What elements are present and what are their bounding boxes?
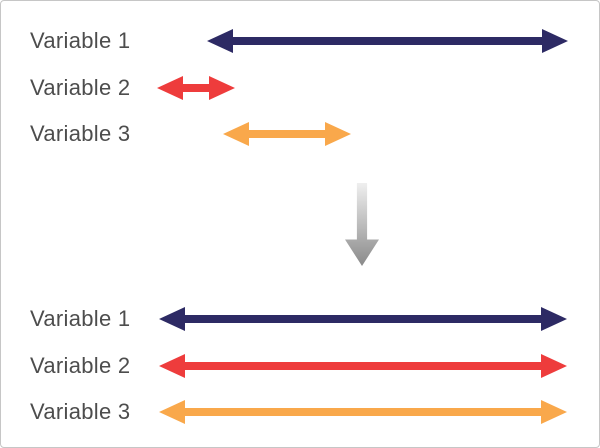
arrowhead-right-icon xyxy=(325,122,351,146)
variable-2-range-arrow-after xyxy=(159,354,567,378)
variable-3-label-after: Variable 3 xyxy=(30,399,131,424)
variable-3-range-arrow-after xyxy=(159,400,567,424)
arrow-shaft xyxy=(232,37,543,45)
arrow-shaft xyxy=(184,315,542,323)
arrowhead-right-icon xyxy=(541,307,567,331)
variable-1-label-after: Variable 1 xyxy=(30,306,131,331)
variable-2-range-arrow-before xyxy=(157,76,235,100)
variable-1-range-arrow-after xyxy=(159,307,567,331)
arrowhead-right-icon xyxy=(542,29,568,53)
arrowhead-left-icon xyxy=(159,400,185,424)
arrowhead-left-icon xyxy=(223,122,249,146)
down-arrow-icon xyxy=(345,183,379,266)
arrowhead-right-icon xyxy=(541,354,567,378)
variable-1-label-before: Variable 1 xyxy=(30,28,131,53)
variable-2-label-after: Variable 2 xyxy=(30,353,131,378)
arrowhead-right-icon xyxy=(541,400,567,424)
arrowhead-left-icon xyxy=(207,29,233,53)
arrow-shaft xyxy=(182,84,210,92)
arrow-shaft xyxy=(184,408,542,416)
arrowhead-left-icon xyxy=(159,354,185,378)
variable-2-label-before: Variable 2 xyxy=(30,75,131,100)
variable-3-label-before: Variable 3 xyxy=(30,121,131,146)
arrowhead-left-icon xyxy=(159,307,185,331)
arrowhead-left-icon xyxy=(157,76,183,100)
arrowhead-right-icon xyxy=(209,76,235,100)
variable-3-range-arrow-before xyxy=(223,122,351,146)
arrow-shaft xyxy=(184,362,542,370)
arrow-shaft xyxy=(248,130,326,138)
variable-1-range-arrow-before xyxy=(207,29,568,53)
